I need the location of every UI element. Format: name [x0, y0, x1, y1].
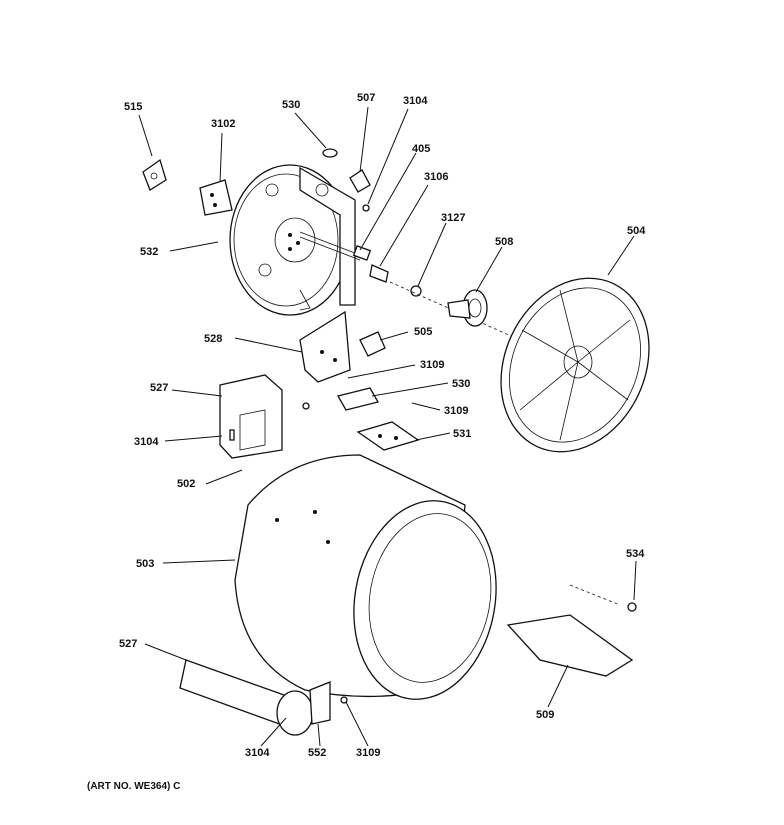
callout-3106: 3106	[424, 171, 448, 183]
callout-405: 405	[412, 143, 430, 155]
plate-531-part	[356, 421, 420, 451]
callout-515: 515	[124, 101, 142, 113]
callout-509: 509	[536, 709, 554, 721]
callout-3104-bottom: 3104	[245, 747, 270, 759]
baffle-509-part	[506, 584, 637, 677]
callout-3127: 3127	[441, 212, 465, 224]
cylinder-527-part	[179, 659, 348, 736]
shaft-bearing-parts	[299, 231, 521, 341]
bracket-528-part	[299, 310, 351, 383]
callout-530-mid: 530	[452, 378, 470, 390]
clip-515-part	[142, 158, 167, 191]
callout-508: 508	[495, 236, 513, 248]
hub-508-part	[447, 289, 488, 327]
callout-532: 532	[140, 246, 158, 258]
callout-528: 528	[204, 333, 222, 345]
callout-504: 504	[627, 225, 646, 237]
callout-531: 531	[453, 428, 471, 440]
callout-552: 552	[308, 747, 326, 759]
small-parts-top	[322, 148, 371, 212]
drum-503-part	[234, 454, 497, 700]
callout-507: 507	[357, 92, 375, 104]
art-number: (ART NO. WE364) C	[87, 781, 180, 792]
callout-505: 505	[414, 326, 432, 338]
callout-3104-mid: 3104	[134, 436, 159, 448]
leader-lines	[138, 106, 637, 747]
callout-530-top: 530	[282, 99, 300, 111]
drum-back-504-part	[500, 277, 650, 453]
bracket-3102-part	[199, 179, 233, 216]
rear-bulkhead-part	[229, 164, 356, 316]
callout-3109-bottom: 3109	[356, 747, 380, 759]
callout-534: 534	[626, 548, 645, 560]
mount-527-part	[219, 374, 310, 459]
switch-530-part	[337, 387, 379, 411]
part-505	[359, 331, 386, 357]
callout-3109-upper: 3109	[420, 359, 444, 371]
callout-3104-top: 3104	[403, 95, 428, 107]
callout-527-upper: 527	[150, 382, 168, 394]
callout-527-lower: 527	[119, 638, 137, 650]
callout-3109-mid: 3109	[444, 405, 468, 417]
callout-labels: 515 530 507 3104 3102 405 3106 3127 508 …	[119, 92, 646, 759]
callout-502: 502	[177, 478, 195, 490]
callout-503: 503	[136, 558, 154, 570]
callout-3102: 3102	[211, 118, 235, 130]
